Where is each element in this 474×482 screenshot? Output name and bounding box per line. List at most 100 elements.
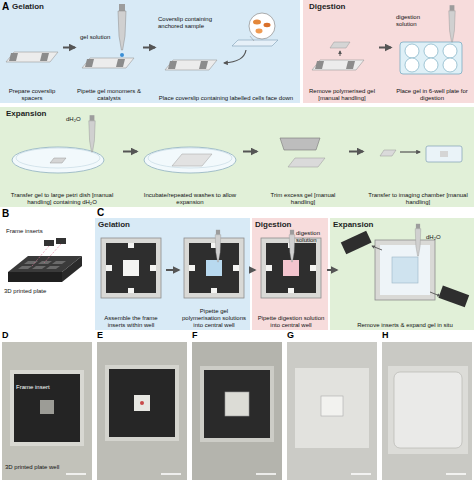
- photo-panel: [134, 395, 150, 411]
- step-caption: Pipette gel polymerisation solutions int…: [180, 308, 248, 329]
- photo-panel: [388, 366, 468, 454]
- imaging-chamber: [380, 146, 462, 162]
- flow-arrow: [123, 151, 137, 153]
- printed-plate: [8, 256, 82, 272]
- six-well-plate: [424, 58, 438, 72]
- flow-arrow: [379, 47, 391, 49]
- step-caption: Place gel in 6-well plate for digestion: [392, 88, 472, 102]
- process-step: Pipette gel monomers & catalysts: [76, 14, 142, 103]
- imaging-chamber: [426, 146, 462, 162]
- gel-well: [184, 230, 244, 298]
- coverslip-placement: [165, 60, 217, 70]
- section-heading: Expansion: [6, 109, 46, 118]
- imaging-chamber: [440, 151, 448, 157]
- printed-plate: [18, 266, 32, 269]
- photo-panel: [192, 342, 282, 480]
- step-caption: Transfer to imaging chamber [manual hand…: [364, 192, 472, 206]
- section-heading: Digestion: [255, 220, 291, 229]
- petri-dish-small-gel: [12, 147, 104, 173]
- petri-dish-expanded-gel: [144, 147, 236, 173]
- digestion-well: [289, 230, 295, 262]
- photo-panel: [140, 401, 144, 405]
- flow-arrow: [249, 269, 255, 271]
- process-step: Assemble the frame inserts within well: [97, 232, 165, 330]
- photo-panel: [382, 342, 472, 480]
- trimming-blade: [280, 138, 320, 150]
- frame-inserts: [32, 238, 66, 266]
- printed-plate: [38, 261, 52, 264]
- section-heading: Expansion: [333, 220, 373, 229]
- expanded-well: [375, 240, 435, 300]
- coverslip-spacers: [6, 52, 58, 62]
- section-band: GelationPrepare coverslip spacers Pipette…: [0, 0, 300, 103]
- photo-panel: [192, 342, 282, 480]
- process-step: Prepare coverslip spacers: [2, 14, 62, 103]
- step-caption: Pipette gel monomers & catalysts: [76, 88, 142, 102]
- expanded-well: [372, 246, 382, 250]
- photo-panel: [97, 342, 187, 480]
- process-step: Incubate/repeated washes to allow expans…: [138, 118, 242, 207]
- trimming-blade: [280, 138, 325, 167]
- process-step: Remove inserts & expand gel in situ: [338, 232, 472, 330]
- six-well-plate: [424, 44, 438, 58]
- process-step: Transfer gel to large petri dish [manual…: [2, 118, 122, 207]
- photo-panel: [66, 473, 86, 475]
- section-heading: Gelation: [98, 220, 130, 229]
- photo-panel: [287, 342, 377, 480]
- six-well-plate: [443, 58, 457, 72]
- frame-inserts: [44, 244, 61, 263]
- six-well-plate: [405, 44, 419, 58]
- printed-plate: [46, 266, 60, 269]
- coverslip-placement: [264, 23, 271, 27]
- digestion-well: [261, 238, 321, 298]
- six-well-plate: [400, 42, 462, 74]
- photo-panel: [2, 342, 92, 480]
- assembled-well: [101, 238, 161, 298]
- petri-dish-small-gel: [12, 115, 104, 173]
- process-step: Remove polymerised gel [manual handling]: [306, 14, 378, 103]
- expanded-well: [415, 224, 421, 256]
- gel-well: [215, 230, 221, 262]
- coverslip-placement: [232, 40, 278, 46]
- section-heading: Digestion: [309, 2, 345, 11]
- photo-panel: [105, 365, 179, 441]
- trimming-blade: [288, 158, 325, 167]
- photo-panel: [394, 372, 462, 448]
- petri-dish-small-gel: [89, 115, 95, 152]
- expanded-well: [438, 286, 469, 308]
- process-step: Place gel in 6-well plate for digestion: [392, 14, 472, 103]
- photo-panel: [351, 473, 371, 475]
- gel-removal: [340, 51, 341, 56]
- panel-letter: C: [97, 207, 109, 219]
- step-caption: Pipette digestion solution into central …: [256, 315, 326, 329]
- digestion-well: [261, 230, 321, 298]
- petri-dish-expanded-gel: [172, 154, 212, 166]
- step-caption: Prepare coverslip spacers: [2, 88, 62, 102]
- flow-arrow: [143, 47, 155, 49]
- photo-panel: [204, 370, 270, 438]
- section-band: ExpansionTransfer gel to large petri dis…: [0, 107, 474, 207]
- photo-panel: [40, 400, 54, 414]
- gel-removal: [330, 42, 350, 48]
- process-step: Place coverslip containing labelled cell…: [156, 14, 296, 103]
- printed-plate: [8, 256, 82, 282]
- six-well-plate: [405, 58, 419, 72]
- annotation-label: 3D printed plate well: [5, 464, 85, 471]
- photo-panel: [200, 366, 274, 442]
- step-caption: Transfer gel to large petri dish [manual…: [2, 192, 122, 206]
- process-step: Pipette gel polymerisation solutions int…: [180, 232, 248, 330]
- flow-arrow: [349, 151, 363, 153]
- photo-panel: [225, 392, 249, 416]
- flow-arrow: [166, 269, 179, 271]
- printed-plate: [32, 266, 46, 269]
- photo-panel: [10, 370, 84, 446]
- assembled-well: [101, 238, 161, 298]
- coverslip-placement: [253, 20, 261, 25]
- printed-plate: [24, 261, 38, 264]
- printed-plate: [52, 261, 66, 264]
- section-heading: Gelation: [12, 2, 44, 11]
- printed-plate: [62, 256, 82, 282]
- expanded-well: [341, 231, 372, 255]
- photo-panel: [446, 473, 466, 475]
- gel-removal: [312, 60, 364, 70]
